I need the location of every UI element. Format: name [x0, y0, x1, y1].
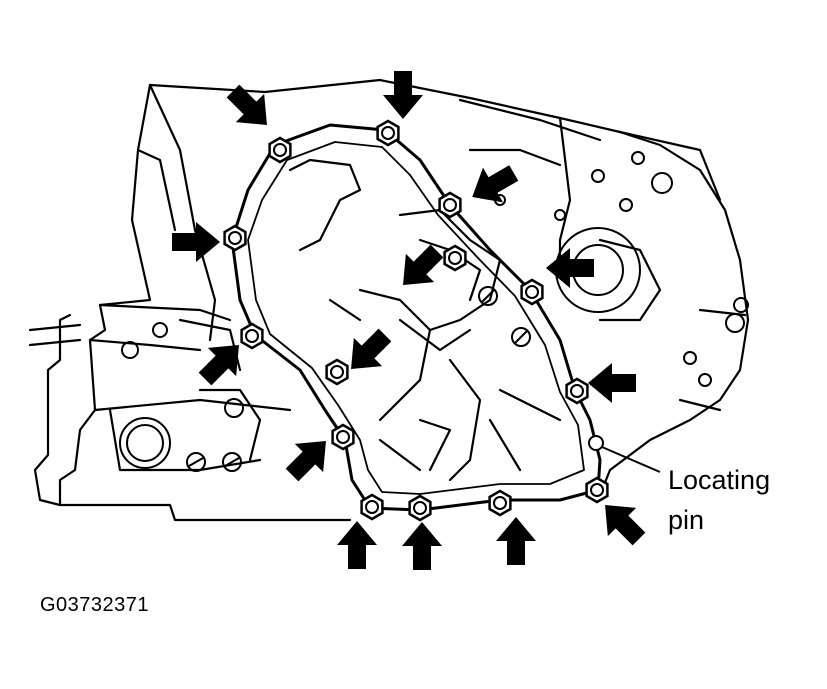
arrow-icon [402, 522, 442, 570]
callout-leader-line [601, 446, 661, 473]
hex-bolt-icon [376, 119, 400, 147]
hex-bolt-icon [408, 494, 432, 522]
bolt-group [223, 119, 609, 522]
arrow-icon [496, 517, 536, 565]
hex-bolt-icon [240, 322, 264, 350]
hex-bolt-icon [325, 358, 349, 386]
arrow-icon [605, 505, 646, 546]
hex-bolt-icon [565, 377, 589, 405]
hex-bolt-icon [331, 423, 355, 451]
arrow-icon [351, 328, 392, 369]
hex-bolt-icon [223, 224, 247, 252]
hex-bolt-icon [520, 278, 544, 306]
arrow-icon [472, 165, 519, 203]
arrow-icon [226, 84, 267, 125]
arrow-group [172, 71, 646, 570]
figure-id: G03732371 [40, 594, 150, 616]
hex-bolt-icon [585, 476, 609, 504]
hex-bolt-icon [443, 244, 467, 272]
hex-bolt-icon [360, 493, 384, 521]
locating-pin-label-line1: Locating [668, 465, 771, 495]
arrow-icon [588, 363, 636, 403]
case-outline [148, 78, 750, 497]
hex-bolt-icon [268, 136, 292, 164]
locating-pin-label: Locating pin [668, 460, 770, 540]
arrow-icon [337, 521, 377, 569]
locating-pin [588, 435, 661, 473]
arrow-icon [198, 345, 239, 386]
arrow-icon [383, 71, 423, 119]
arrow-icon [172, 222, 220, 262]
arrow-icon [403, 244, 444, 285]
arrow-icon [285, 441, 326, 482]
hex-bolt-icon [488, 489, 512, 517]
hex-bolt-icon [438, 191, 462, 219]
arrow-icon [546, 248, 594, 288]
locating-pin-label-line2: pin [668, 505, 705, 535]
